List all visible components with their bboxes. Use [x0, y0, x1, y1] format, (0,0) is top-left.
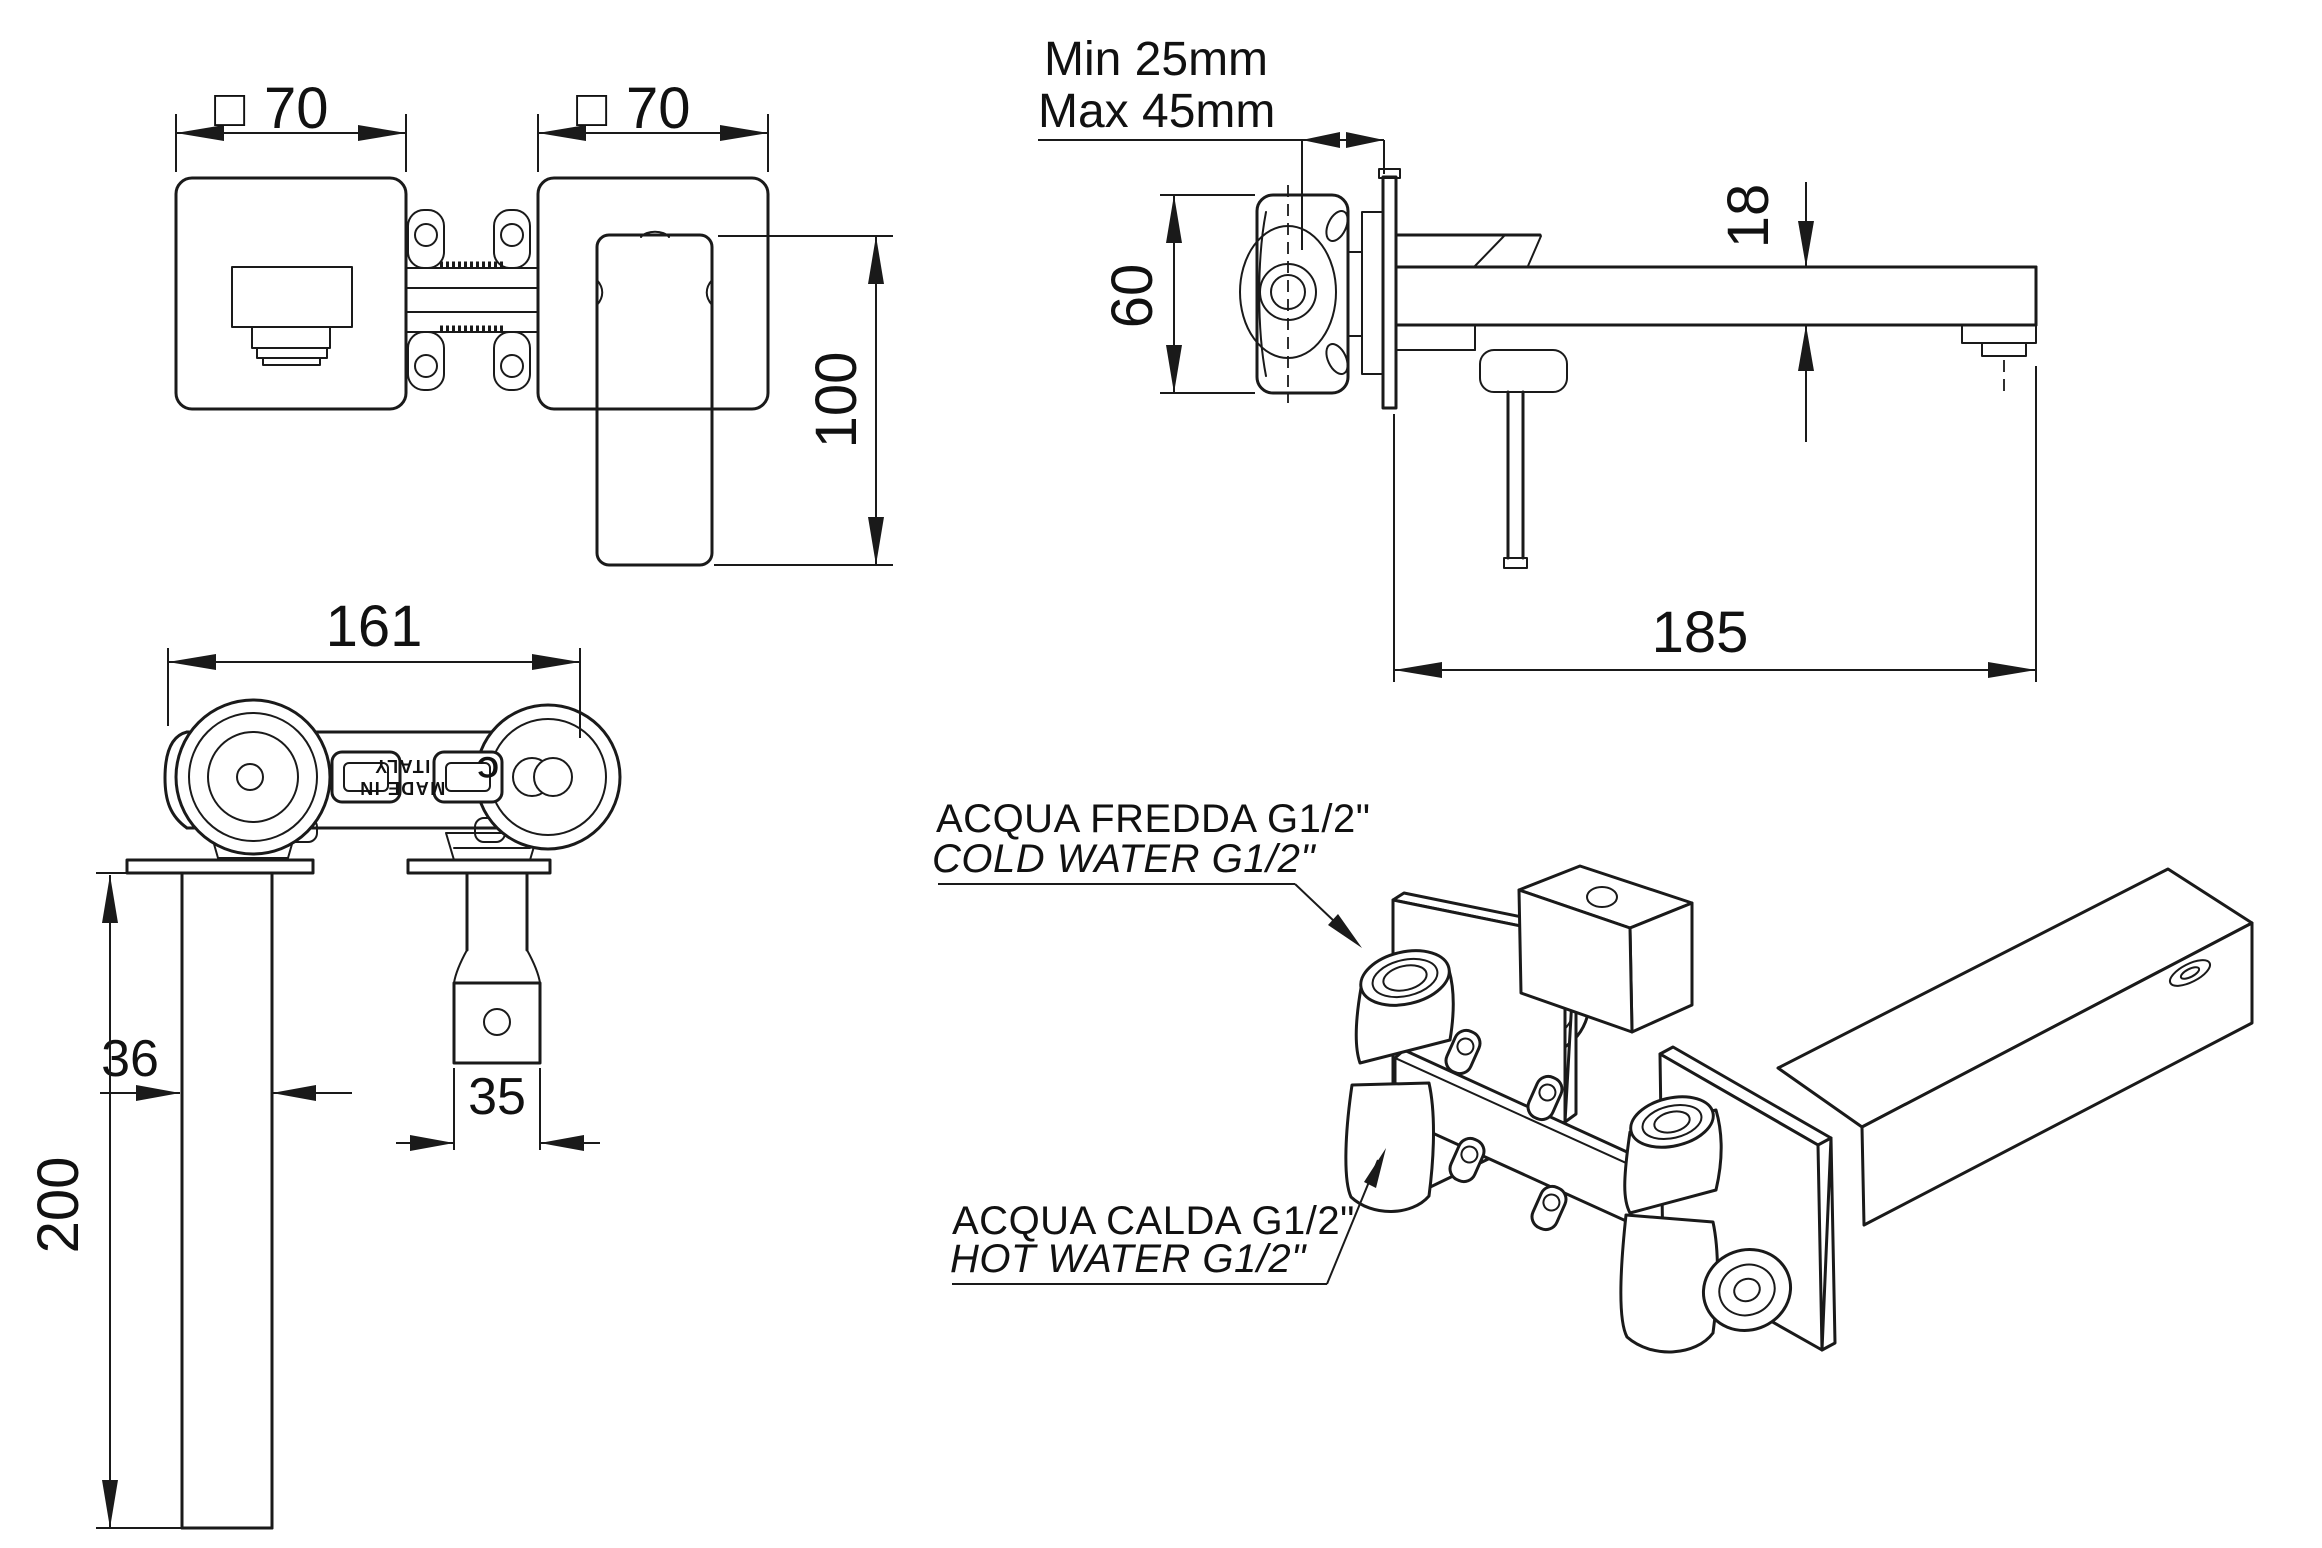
made-in-italy-marking: MADE IN ITALY [359, 756, 446, 798]
front-view: □ 70 □ 70 100 [174, 76, 893, 567]
dim-spout-height: 18 [1716, 182, 1814, 442]
depth-max-text: Max 45mm [1038, 85, 1275, 138]
dim-70-right-text: 70 [626, 76, 691, 141]
spout-plate-edge [125, 858, 315, 875]
dim-200-text: 200 [26, 1157, 91, 1254]
iso-hot-inlet [1619, 1095, 1793, 1354]
iso-spout-tube [1776, 867, 2254, 1227]
rough-in-body-top: MADE IN ITALY C [163, 698, 622, 861]
dim-depth: Min 25mm Max 45mm [1038, 33, 1385, 250]
hot-label-line1: ACQUA CALDA G1/2" [952, 1199, 1355, 1243]
dim-spout-length: 200 [26, 872, 182, 1529]
brand-logo: C [477, 750, 499, 783]
dim-18-text: 18 [1716, 184, 1781, 249]
lever-side [1395, 324, 1568, 569]
iso-handle-block [1517, 864, 1694, 1034]
svg-text:ITALY: ITALY [374, 756, 431, 776]
spout-port-boss [174, 698, 332, 856]
dim-plate-right: □ 70 [537, 76, 769, 172]
left-wall-plate [174, 176, 408, 411]
dim-70-left-text: 70 [264, 76, 329, 141]
hot-water-label: ACQUA CALDA G1/2" HOT WATER G1/2" [950, 1148, 1386, 1285]
lever-handle-front [595, 230, 714, 567]
cold-label-line1: ACQUA FREDDA G1/2" [936, 797, 1370, 841]
right-wall-plate [536, 176, 770, 411]
dim-35-text: 35 [468, 1068, 526, 1126]
iso-outlet-boss [1701, 1248, 1793, 1332]
spout-side [1394, 233, 2038, 392]
cold-label-line2: COLD WATER G1/2" [932, 837, 1316, 881]
spout-outlet-front [231, 266, 353, 366]
depth-min-text: Min 25mm [1044, 33, 1268, 86]
dim-100-text: 100 [804, 352, 869, 449]
iso-aerator [2168, 959, 2212, 987]
iso-view: ACQUA FREDDA G1/2" COLD WATER G1/2" ACQU… [932, 797, 2254, 1354]
square-symbol-right: □ [576, 80, 608, 138]
dim-60-text: 60 [1100, 264, 1165, 329]
spout-tube-front [180, 871, 274, 1530]
dim-body-length: 161 [167, 594, 581, 738]
dim-plate-left: □ 70 [175, 76, 407, 172]
hot-label-line2: HOT WATER G1/2" [950, 1237, 1307, 1281]
aerator-side [1961, 324, 2037, 344]
dim-spout-width: 36 [100, 1030, 352, 1101]
inlet-nipple-left [330, 750, 402, 804]
dim-spout-reach: 185 [1393, 366, 2037, 682]
mounting-bracket [405, 209, 539, 391]
dim-161-text: 161 [326, 594, 423, 659]
dim-handle-width: 35 [396, 1068, 600, 1151]
iso-hot-cylinder [1344, 1081, 1435, 1213]
wall-plate-side [1378, 168, 1401, 410]
dim-handle-height: 100 [714, 235, 893, 566]
handle-plate-edge [406, 858, 552, 875]
lever-front [452, 871, 542, 1065]
side-view: Min 25mm Max 45mm 60 18 [1038, 33, 2038, 682]
iso-body-bar [1393, 1028, 1699, 1252]
dim-body-height: 60 [1100, 194, 1255, 394]
square-symbol-left: □ [214, 80, 246, 138]
svg-text:MADE IN: MADE IN [359, 778, 446, 798]
dim-185-text: 185 [1652, 600, 1749, 665]
plan-view: MADE IN ITALY C [26, 594, 622, 1530]
svg-text:C: C [477, 750, 499, 783]
cold-water-label: ACQUA FREDDA G1/2" COLD WATER G1/2" [932, 797, 1370, 948]
valve-body-side [1239, 185, 1384, 403]
inlet-nipple-right [432, 750, 504, 804]
